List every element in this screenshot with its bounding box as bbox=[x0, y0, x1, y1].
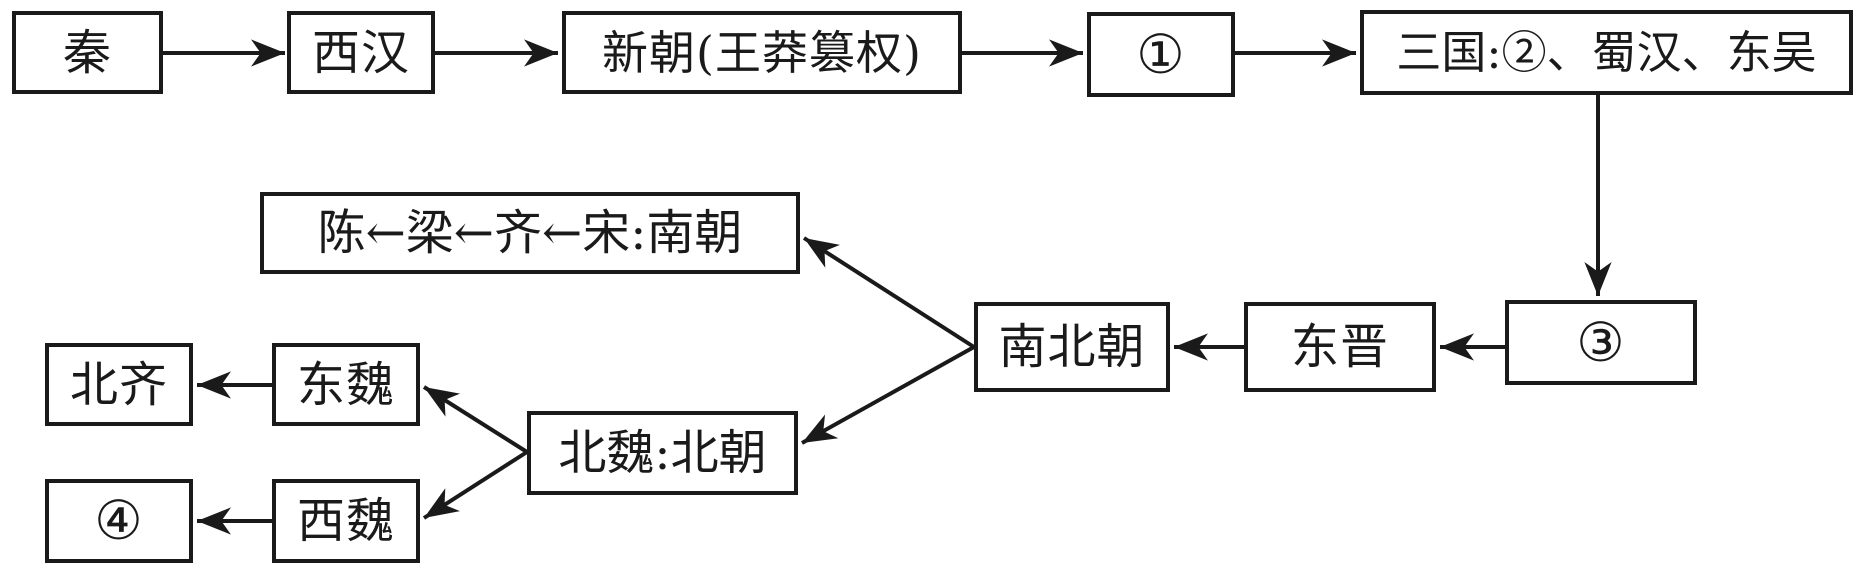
node-northern-and-southern-dynasties: 南北朝 bbox=[974, 302, 1170, 392]
node-northern-qi: 北齐 bbox=[45, 343, 193, 426]
edge-nanbeichao-beiwei-arrow bbox=[801, 345, 975, 445]
node-southern-dynasties: 陈←梁←齐←宋:南朝 bbox=[260, 192, 800, 274]
node-three-kingdoms: 三国:②、蜀汉、东吴 bbox=[1360, 10, 1853, 95]
node-blank-3: ③ bbox=[1505, 300, 1697, 385]
node-western-han: 西汉 bbox=[287, 11, 435, 94]
edge-beiwei-xiwei-arrow bbox=[422, 450, 529, 520]
edge-nanbeichao-nanchao-arrow bbox=[802, 236, 976, 349]
node-blank-1: ① bbox=[1087, 12, 1235, 97]
node-western-wei: 西魏 bbox=[272, 479, 420, 563]
node-northern-wei: 北魏:北朝 bbox=[527, 411, 798, 495]
node-eastern-wei: 东魏 bbox=[272, 343, 420, 426]
node-qin: 秦 bbox=[12, 11, 163, 94]
node-eastern-jin: 东晋 bbox=[1244, 302, 1436, 392]
node-blank-4: ④ bbox=[45, 479, 193, 563]
node-xin-dynasty: 新朝(王莽篡权) bbox=[562, 11, 962, 94]
edge-beiwei-dongwei-arrow bbox=[422, 385, 529, 454]
